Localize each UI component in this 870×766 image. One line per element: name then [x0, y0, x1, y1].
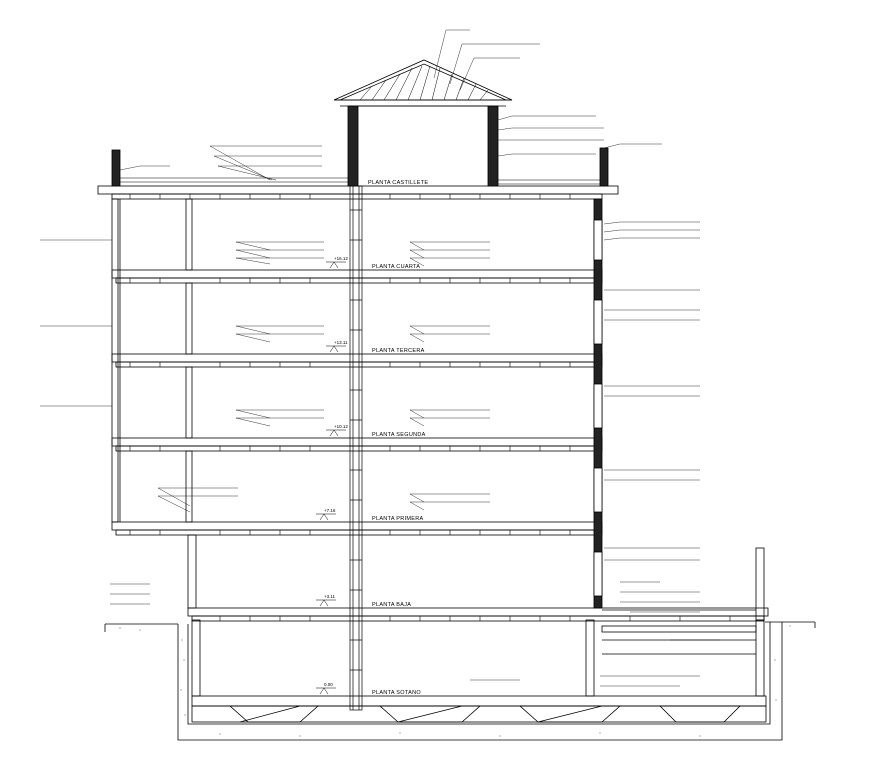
central-stair-core	[349, 185, 363, 711]
level-tag-sotano: 0.00	[324, 682, 333, 687]
slab-joists	[129, 194, 731, 621]
level-tag-tercera: +13.11	[334, 340, 348, 345]
level-tag-baja: +3.11	[324, 594, 336, 599]
level-tag-segunda: +10.12	[334, 424, 348, 429]
roof-terrace	[120, 177, 600, 185]
annotation-leaders	[40, 29, 720, 687]
floor-label-sotano: PLANTA SOTANO	[372, 690, 421, 696]
floor-label-cuarta: PLANTA CUARTA	[372, 264, 420, 270]
ground-and-foundation	[104, 621, 816, 741]
floor-slabs	[97, 185, 769, 622]
penthouse	[333, 59, 513, 187]
level-tag-primera: +7.16	[324, 508, 336, 513]
level-tag-cuarta: +16.12	[334, 256, 348, 261]
floor-label-primera: PLANTA PRIMERA	[372, 516, 424, 522]
floor-label-tercera: PLANTA TERCERA	[372, 348, 425, 354]
level-markers	[316, 261, 346, 695]
floor-labels: PLANTA CASTILLETE PLANTA CUARTA PLANTA T…	[324, 180, 428, 696]
floor-label-segunda: PLANTA SEGUNDA	[372, 432, 426, 438]
exterior-walls	[111, 147, 765, 621]
floor-label-baja: PLANTA BAJA	[372, 602, 411, 608]
basement-walls	[191, 619, 765, 697]
floor-label-castillete: PLANTA CASTILLETE	[368, 180, 428, 186]
